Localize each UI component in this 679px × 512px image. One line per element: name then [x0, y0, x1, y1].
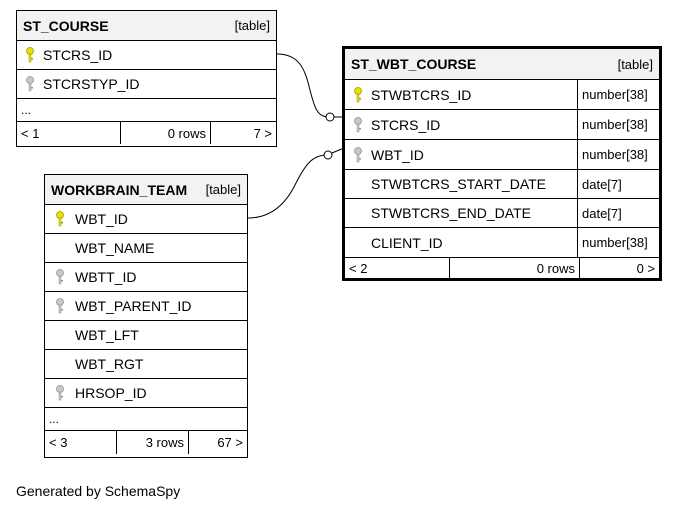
column-name: WBT_RGT	[75, 356, 144, 372]
column-row[interactable]: STCRSTYP_ID	[17, 70, 276, 99]
more-columns-row: ...	[45, 408, 247, 431]
column-name: WBT_NAME	[75, 240, 155, 256]
foreign-key-icon	[345, 116, 371, 133]
column-row[interactable]: WBT_PARENT_ID	[45, 292, 247, 321]
column-name: WBT_ID	[371, 146, 424, 163]
table-st-course[interactable]: ST_COURSE [table] STCRS_ID STCRSTYP_ID .…	[16, 10, 277, 147]
row-count: 0 rows	[449, 258, 579, 278]
column-row[interactable]: STWBTCRS_END_DATE date[7]	[345, 199, 659, 228]
column-name: STCRSTYP_ID	[43, 76, 140, 92]
children-count[interactable]: 67 >	[188, 431, 247, 454]
primary-key-icon	[345, 86, 371, 103]
column-name: WBT_ID	[75, 211, 128, 227]
table-footer: < 1 0 rows 7 >	[17, 122, 276, 144]
column-row[interactable]: CLIENT_ID number[38]	[345, 228, 659, 258]
column-row[interactable]: STCRS_ID number[38]	[345, 110, 659, 140]
table-footer: < 2 0 rows 0 >	[345, 258, 659, 278]
column-name: WBTT_ID	[75, 269, 137, 285]
more-columns-ellipsis: ...	[49, 412, 60, 426]
foreign-key-icon	[45, 269, 75, 285]
generated-by-label: Generated by SchemaSpy	[16, 483, 181, 499]
column-row[interactable]: STWBTCRS_ID number[38]	[345, 80, 659, 110]
column-type: date[7]	[577, 170, 659, 198]
column-name: STCRS_ID	[371, 116, 441, 133]
relation-stcrs-id-endpoint	[325, 112, 335, 122]
foreign-key-icon	[45, 385, 75, 401]
more-columns-row: ...	[17, 99, 276, 122]
primary-key-icon	[17, 47, 43, 63]
table-header: ST_WBT_COURSE [table]	[345, 49, 659, 80]
table-kind: [table]	[617, 56, 653, 72]
table-footer: < 3 3 rows 67 >	[45, 431, 247, 454]
column-row[interactable]: STCRS_ID	[17, 41, 276, 70]
foreign-key-icon	[17, 76, 43, 92]
parents-count[interactable]: < 1	[21, 125, 40, 141]
column-row[interactable]: WBT_RGT	[45, 350, 247, 379]
column-name: STWBTCRS_START_DATE	[371, 176, 547, 192]
column-row[interactable]: WBT_ID	[45, 205, 247, 234]
column-row[interactable]: WBT_LFT	[45, 321, 247, 350]
table-header: ST_COURSE [table]	[17, 11, 276, 41]
foreign-key-icon	[45, 298, 75, 314]
table-kind: [table]	[234, 18, 270, 33]
row-count: 3 rows	[116, 431, 188, 454]
column-name: HRSOP_ID	[75, 385, 147, 401]
column-name: WBT_LFT	[75, 327, 139, 343]
column-type: number[38]	[577, 140, 659, 169]
column-type: number[38]	[577, 80, 659, 109]
parents-count[interactable]: < 3	[49, 435, 68, 450]
relation-stcrs-id-line	[276, 53, 330, 118]
primary-key-icon	[45, 211, 75, 227]
children-count[interactable]: 7 >	[210, 122, 276, 144]
column-name: WBT_PARENT_ID	[75, 298, 192, 314]
column-name: STWBTCRS_END_DATE	[371, 205, 531, 221]
column-name: STWBTCRS_ID	[371, 86, 472, 103]
relation-wbt-id-endpoint	[323, 150, 333, 160]
table-header: WORKBRAIN_TEAM [table]	[45, 175, 247, 205]
more-columns-ellipsis: ...	[21, 103, 32, 117]
relation-wbt-id-line	[247, 154, 328, 219]
table-name: ST_COURSE	[23, 17, 109, 34]
column-row[interactable]: STWBTCRS_START_DATE date[7]	[345, 170, 659, 199]
table-kind: [table]	[205, 182, 241, 197]
column-name: STCRS_ID	[43, 47, 113, 63]
column-type: number[38]	[577, 110, 659, 139]
parents-count[interactable]: < 2	[349, 260, 368, 276]
column-type: number[38]	[577, 228, 659, 257]
table-workbrain-team[interactable]: WORKBRAIN_TEAM [table] WBT_ID WBT_NAME W…	[44, 174, 248, 458]
column-name: CLIENT_ID	[371, 234, 443, 251]
column-row[interactable]: WBT_ID number[38]	[345, 140, 659, 170]
table-name: WORKBRAIN_TEAM	[51, 181, 188, 198]
table-name: ST_WBT_COURSE	[351, 56, 477, 72]
row-count: 0 rows	[120, 122, 210, 144]
column-row[interactable]: WBTT_ID	[45, 263, 247, 292]
column-row[interactable]: WBT_NAME	[45, 234, 247, 263]
foreign-key-icon	[345, 146, 371, 163]
column-type: date[7]	[577, 199, 659, 227]
table-st-wbt-course[interactable]: ST_WBT_COURSE [table] STWBTCRS_ID number…	[342, 46, 662, 281]
column-row[interactable]: HRSOP_ID	[45, 379, 247, 408]
children-count[interactable]: 0 >	[579, 258, 659, 278]
